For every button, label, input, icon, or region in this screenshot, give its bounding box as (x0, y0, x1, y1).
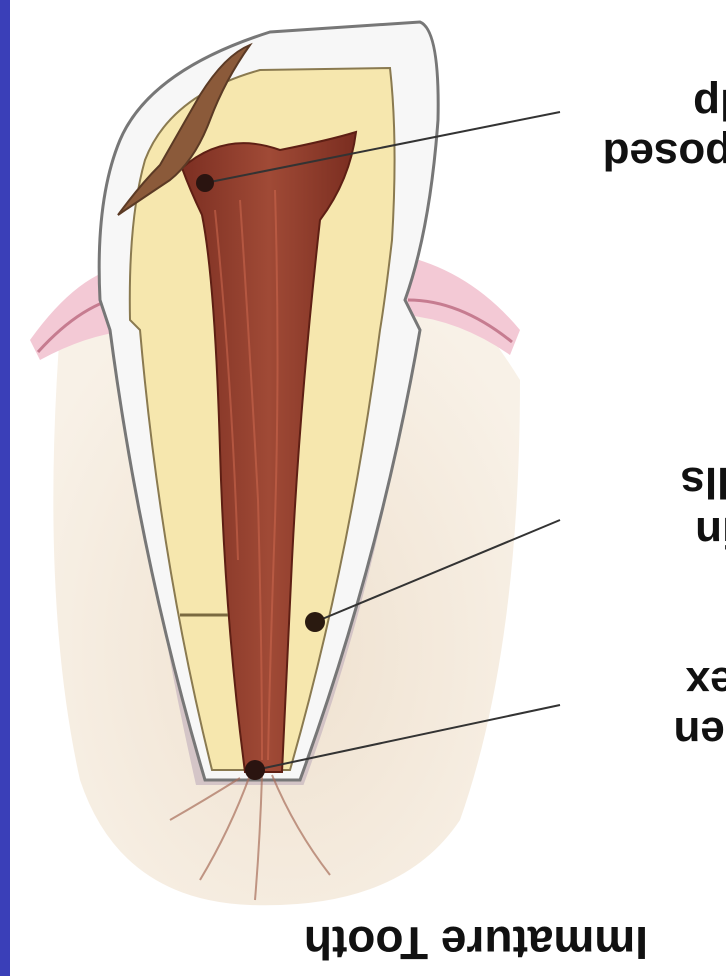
label-open-line1: Open (586, 710, 726, 754)
label-thin-walls: Thin walls (588, 460, 726, 554)
marker-open (245, 760, 265, 780)
marker-thin (305, 612, 325, 632)
marker-exposed (196, 174, 214, 192)
label-exposed-line2: pulp (586, 82, 726, 126)
label-exposed-pulp: Exposed pulp (586, 82, 726, 176)
label-thin-line2: walls (588, 460, 726, 504)
label-exposed-line1: Exposed (586, 132, 726, 176)
label-open-line2: apex (586, 660, 726, 704)
diagram-caption: Immature Tooth (148, 920, 648, 966)
label-open-apex: Open apex (586, 660, 726, 754)
label-thin-line1: Thin (588, 510, 726, 554)
